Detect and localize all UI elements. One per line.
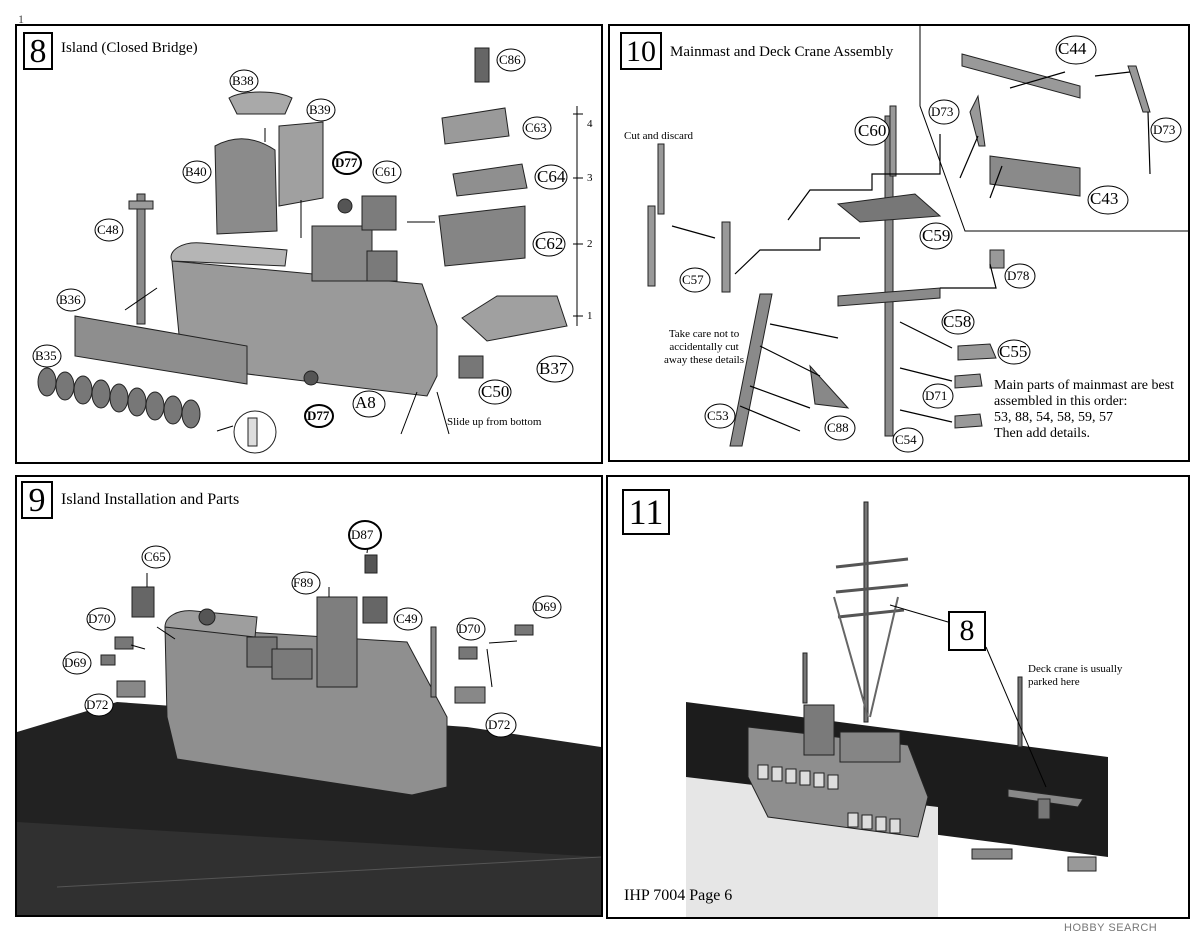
level-mark-2: 2 xyxy=(587,238,593,250)
crane-note-line-1: Deck crane is usually xyxy=(1028,663,1123,675)
part-B38: B38 xyxy=(232,73,254,88)
part-C55: C55 xyxy=(999,342,1028,361)
corner-mark: 1 xyxy=(18,12,24,26)
part-F89: F89 xyxy=(293,575,314,590)
part-C65: C65 xyxy=(144,549,166,564)
step10-care-note: Take care not to accidentally cut away t… xyxy=(664,328,744,367)
part-C57: C57 xyxy=(682,272,704,287)
step8-slide-note: Slide up from bottom xyxy=(447,416,542,428)
step9-number: 9 xyxy=(21,481,53,519)
part-C44: C44 xyxy=(1058,39,1087,58)
level-mark-3: 3 xyxy=(587,172,593,184)
part-C49: C49 xyxy=(396,611,418,626)
part-D73-left: D73 xyxy=(931,104,954,119)
step11-diagram xyxy=(686,501,1108,917)
part-C54: C54 xyxy=(895,432,917,447)
part-B39: B39 xyxy=(309,102,331,117)
step10-title: Mainmast and Deck Crane Assembly xyxy=(670,44,894,60)
part-D87: D87 xyxy=(351,527,374,542)
part-B37: B37 xyxy=(539,359,568,378)
step8-title: Island (Closed Bridge) xyxy=(61,40,198,56)
part-C64: C64 xyxy=(537,167,566,186)
step8-diagram xyxy=(32,47,583,454)
care-note-line-2: accidentally cut xyxy=(669,341,739,353)
step8-panel: 8 Island (Closed Bridge) xyxy=(15,24,603,464)
part-D78: D78 xyxy=(1007,268,1030,283)
part-C62: C62 xyxy=(535,234,564,253)
part-B36: B36 xyxy=(59,292,81,307)
step10-diagram xyxy=(647,26,1188,453)
care-note-line-1: Take care not to xyxy=(668,328,740,340)
order-note-line-2: assembled in this order: xyxy=(994,394,1128,409)
part-C60: C60 xyxy=(858,121,887,140)
level-mark-4: 4 xyxy=(587,118,593,130)
part-C48: C48 xyxy=(97,222,119,237)
step11-crane-note: Deck crane is usually parked here xyxy=(1028,663,1122,689)
step9-title: Island Installation and Parts xyxy=(61,491,240,508)
order-note-line-1: Main parts of mainmast are best xyxy=(994,378,1175,393)
part-C61: C61 xyxy=(375,164,397,179)
part-C88: C88 xyxy=(827,420,849,435)
part-C86: C86 xyxy=(499,52,521,67)
part-D69-left: D69 xyxy=(64,655,87,670)
part-C58: C58 xyxy=(943,312,972,331)
part-C59: C59 xyxy=(922,226,951,245)
part-B35: B35 xyxy=(35,348,57,363)
part-D77-bottom: D77 xyxy=(307,408,330,423)
part-B40: B40 xyxy=(185,164,207,179)
crane-note-line-2: parked here xyxy=(1028,676,1080,688)
part-D69-right: D69 xyxy=(534,599,557,614)
level-mark-1: 1 xyxy=(587,310,593,322)
hobby-search-watermark: HOBBY SEARCH xyxy=(1064,922,1158,934)
order-note-line-3: 53, 88, 54, 58, 59, 57 xyxy=(994,410,1113,425)
part-A8: A8 xyxy=(355,393,376,412)
step11-panel: 11 xyxy=(606,475,1190,919)
part-C43: C43 xyxy=(1090,189,1119,208)
part-D77-top: D77 xyxy=(335,155,358,170)
step10-order-note: Main parts of mainmast are best assemble… xyxy=(994,378,1174,442)
step10-cut-note: Cut and discard xyxy=(624,130,694,142)
step10-panel: 10 Mainmast and Deck Crane Assembly xyxy=(608,24,1190,462)
page-footer: IHP 7004 Page 6 xyxy=(624,887,733,904)
part-D70-left: D70 xyxy=(88,611,111,626)
step9-diagram xyxy=(17,520,601,915)
step11-ref-box: 8 xyxy=(948,611,986,651)
care-note-line-3: away these details xyxy=(664,354,745,366)
order-note-line-4: Then add details. xyxy=(994,426,1091,441)
part-C50: C50 xyxy=(481,382,510,401)
step11-number: 11 xyxy=(622,489,670,535)
part-D72-right: D72 xyxy=(488,717,511,732)
part-D73-right: D73 xyxy=(1153,122,1176,137)
part-D72-left: D72 xyxy=(86,697,109,712)
step10-number: 10 xyxy=(620,32,662,70)
part-C53: C53 xyxy=(707,408,729,423)
step8-number: 8 xyxy=(23,32,53,70)
part-D71: D71 xyxy=(925,388,948,403)
part-C63: C63 xyxy=(525,120,547,135)
part-D70-right: D70 xyxy=(458,621,481,636)
step9-panel: 9 Island Installation and Parts xyxy=(15,475,603,917)
